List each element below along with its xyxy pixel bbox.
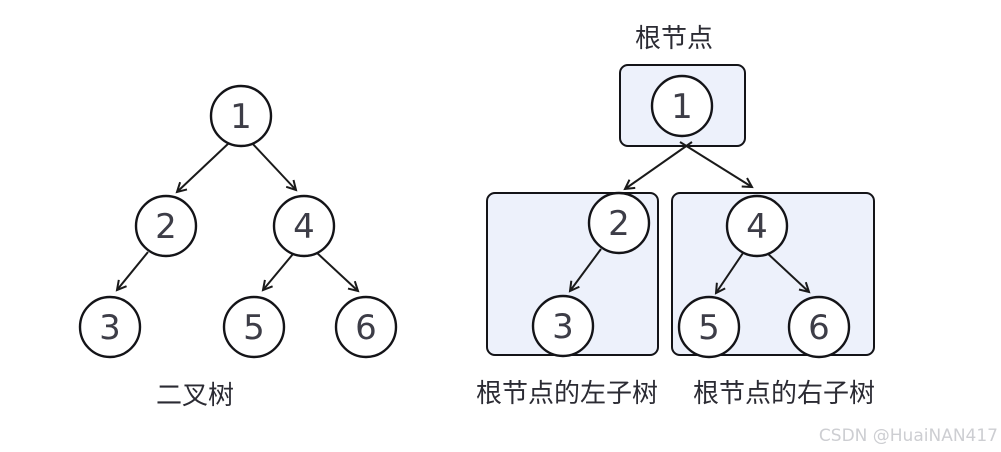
edge-4-6: [765, 251, 811, 294]
tree-node-circle-4: [725, 194, 789, 258]
tree-node-label: 2: [155, 207, 177, 247]
tree-node-circle-2: [587, 191, 651, 255]
edge-1-4: [679, 141, 754, 189]
tree-node-circle-2: [134, 194, 198, 258]
edge-1-4: [250, 141, 298, 192]
edge-2-3: [115, 251, 149, 292]
tree-node-label: 6: [808, 308, 830, 348]
tree-node-label: 1: [230, 97, 252, 137]
right-subtree-caption: 根节点的右子树: [693, 379, 875, 409]
tree-node-circle-3: [531, 294, 595, 358]
edge-4-5: [261, 253, 294, 292]
tree-node-label: 2: [608, 204, 630, 244]
left-subtree-caption: 根节点的左子树: [476, 379, 658, 409]
tree-node-circle-1: [650, 74, 714, 138]
tree-node-circle-4: [272, 194, 336, 258]
tree-node-circle-3: [78, 295, 142, 359]
decomposed-binary-tree: 1 2 3 4 5 6 根节点 根节点的左子树 根节点的右子树: [476, 24, 875, 409]
edge-4-6: [315, 251, 360, 293]
edge-1-2: [623, 141, 693, 191]
tree-node-label: 3: [99, 308, 121, 348]
tree-node-circle-1: [209, 84, 273, 148]
edge-4-5: [714, 252, 744, 295]
tree-node-label: 5: [698, 308, 720, 348]
edge-2-3: [568, 248, 602, 293]
tree-node-circle-5: [222, 295, 286, 359]
tree-node-label: 6: [355, 308, 377, 348]
left-tree-caption: 二叉树: [156, 381, 234, 411]
edge-1-2: [175, 141, 231, 194]
tree-node-label: 1: [671, 87, 693, 127]
tree-node-circle-6: [787, 295, 851, 359]
tree-node-label: 5: [243, 308, 265, 348]
left-binary-tree: 1 2 3 4 5 6 二叉树: [78, 84, 398, 411]
tree-node-label: 3: [552, 307, 574, 347]
tree-node-circle-5: [677, 295, 741, 359]
tree-node-circle-6: [334, 295, 398, 359]
csdn-watermark: CSDN @HuaiNAN417: [819, 426, 998, 446]
tree-node-label: 4: [293, 207, 315, 247]
root-node-caption: 根节点: [635, 24, 713, 54]
tree-node-label: 4: [746, 207, 768, 247]
